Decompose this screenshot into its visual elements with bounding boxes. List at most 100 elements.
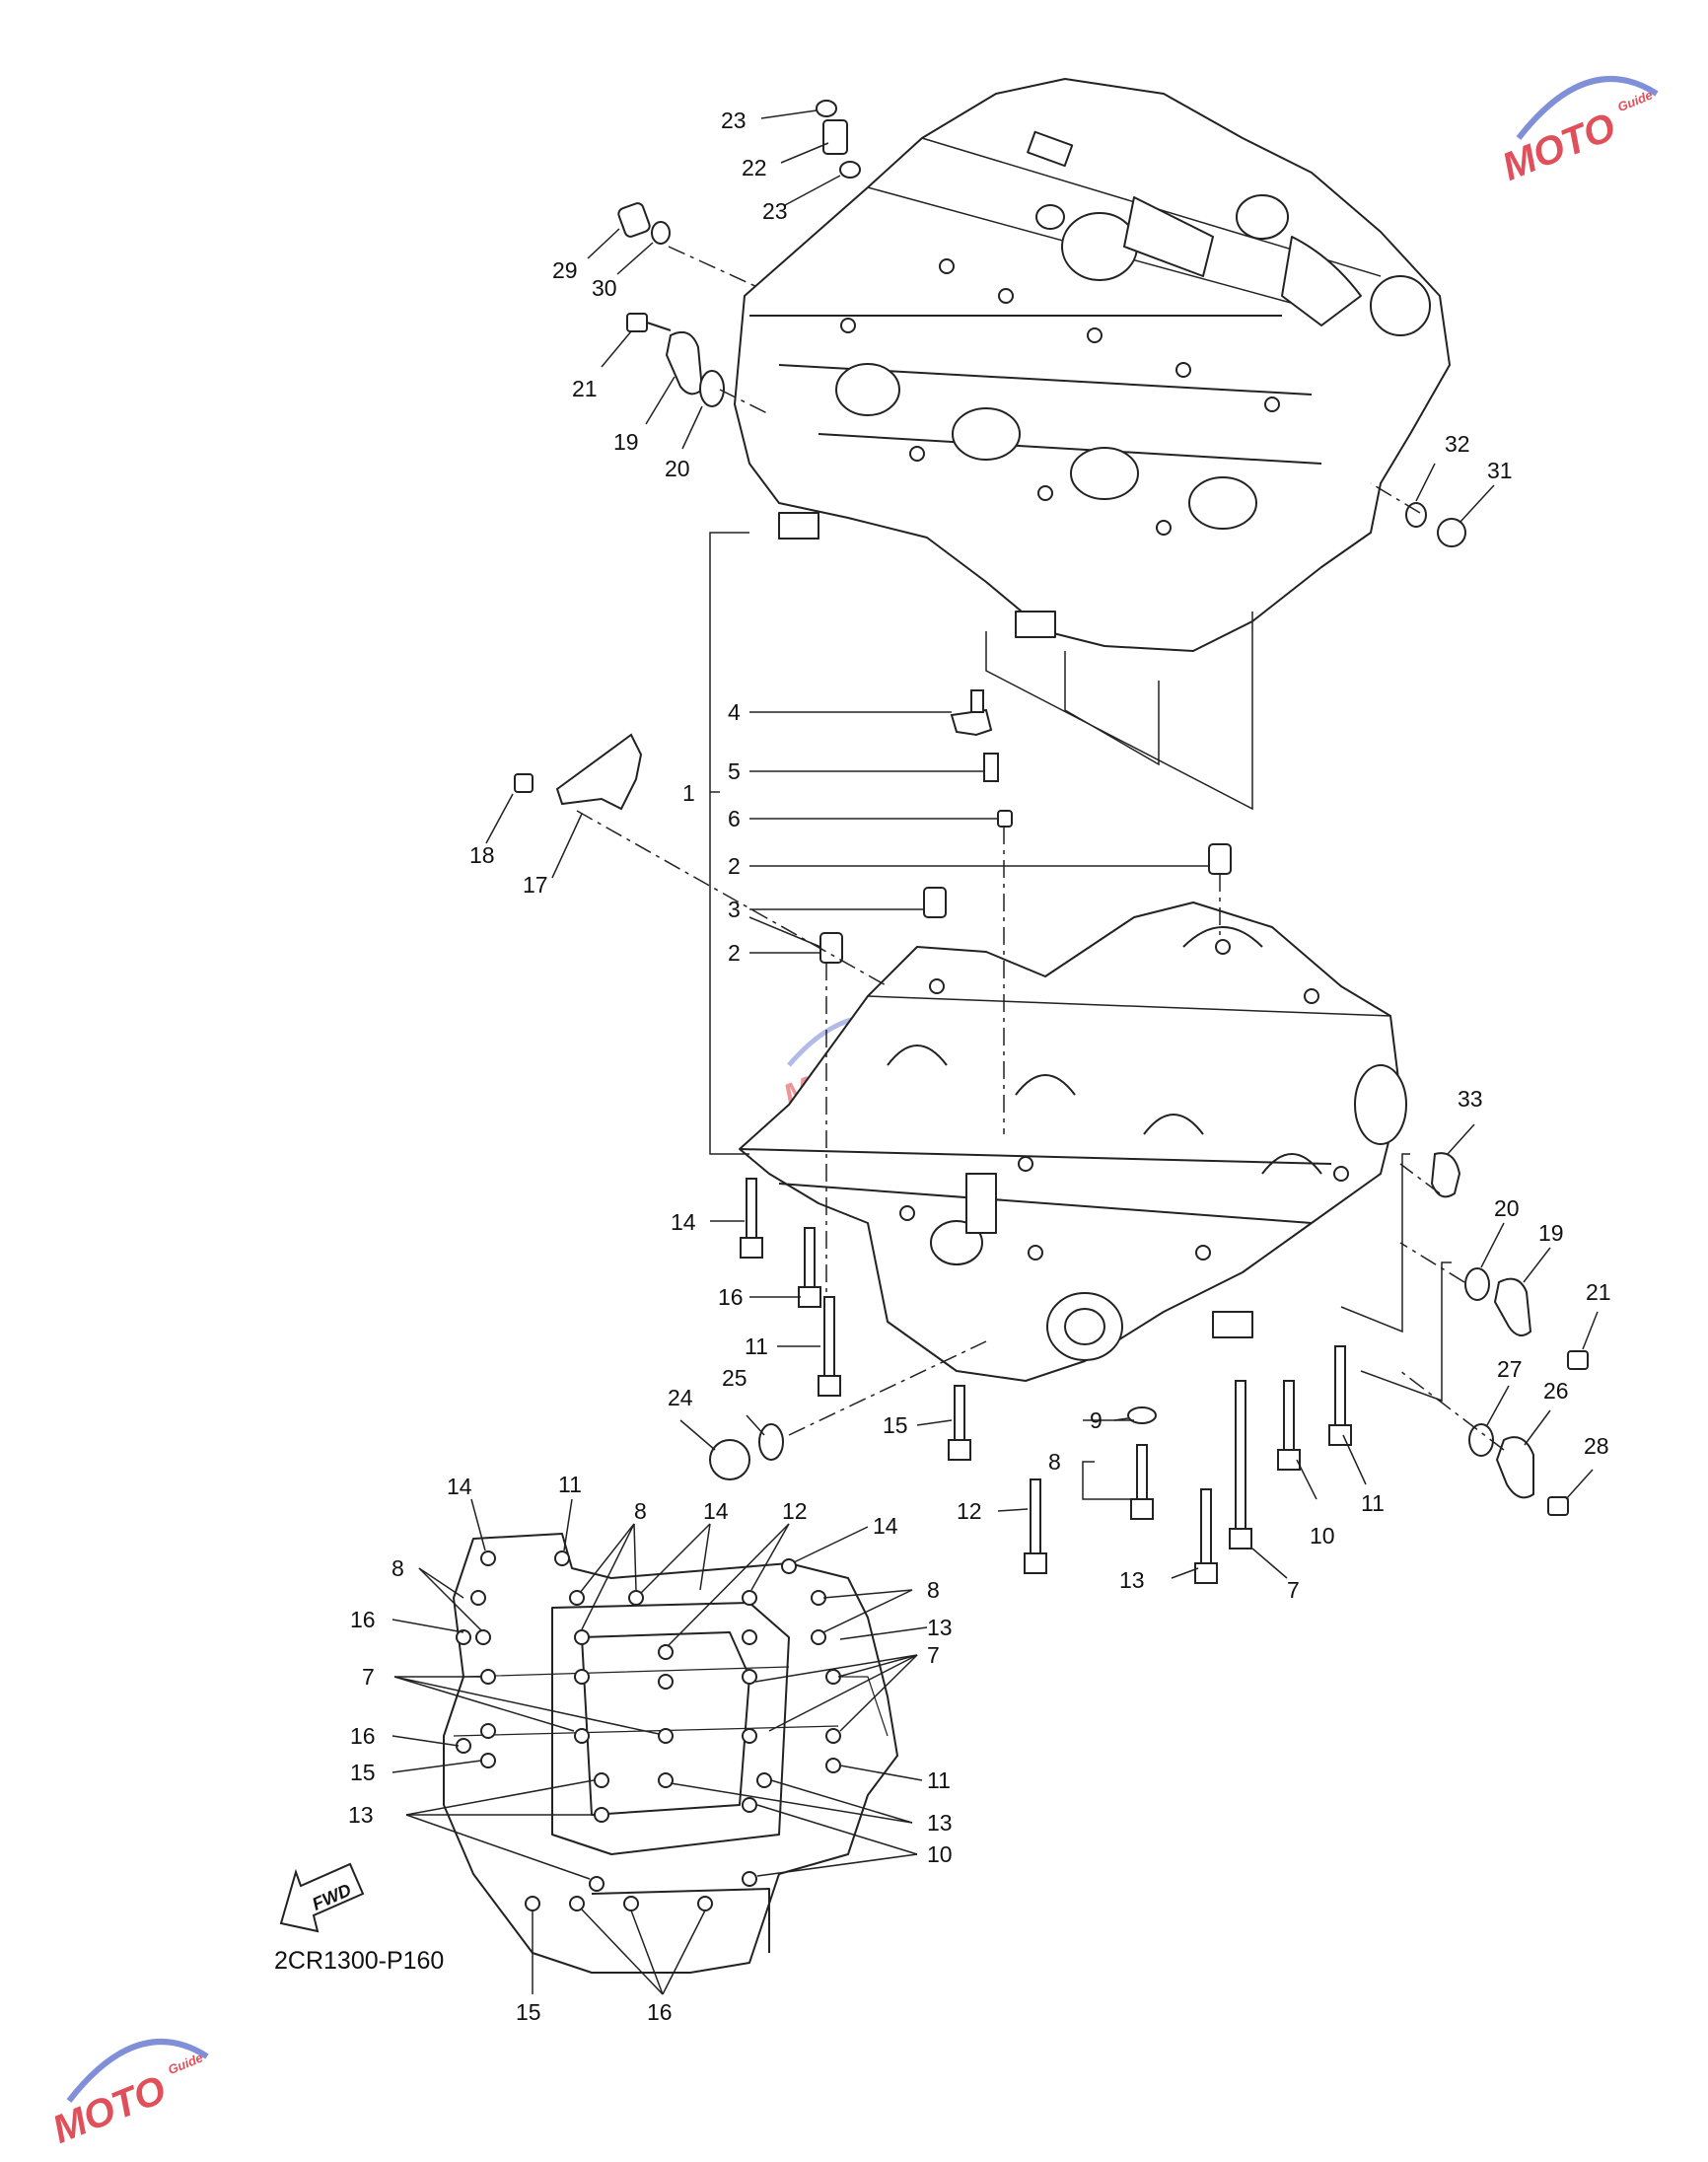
callout-28: 28: [1584, 1433, 1609, 1459]
fwd-arrow: FWD: [279, 1862, 365, 1933]
o-ring-25: [758, 1423, 784, 1461]
o-ring-23-upper: [816, 100, 837, 117]
callout-4: 4: [728, 699, 741, 725]
callout-16: 16: [718, 1284, 744, 1310]
callout-33: 33: [1458, 1086, 1483, 1112]
dowel-3: [923, 887, 947, 918]
callout-30: 30: [592, 275, 617, 301]
callout-14: 14: [873, 1513, 898, 1539]
callout-14: 14: [447, 1474, 472, 1499]
small-parts: [514, 100, 1589, 1516]
callout-9: 9: [1090, 1407, 1103, 1433]
dowel-2-right: [1208, 843, 1232, 875]
dowel-6: [997, 810, 1013, 828]
watermark-top-right: MOTO Guide: [1496, 76, 1659, 189]
callout-16: 16: [350, 1723, 376, 1749]
callout-15: 15: [883, 1412, 908, 1438]
bolt-5: [983, 753, 999, 782]
callout-11: 11: [927, 1767, 951, 1793]
crankcase-bottom-view: [443, 1533, 898, 1974]
callout-8: 8: [634, 1498, 647, 1524]
callout-18: 18: [469, 842, 495, 868]
callout-8: 8: [927, 1577, 940, 1603]
callout-15: 15: [350, 1760, 376, 1785]
callout-10: 10: [927, 1841, 953, 1867]
callout-19: 19: [1538, 1220, 1564, 1246]
plug-31: [1437, 518, 1466, 547]
o-ring-20-lower: [1464, 1267, 1490, 1301]
o-ring-30: [651, 221, 671, 245]
svg-text:MOTO: MOTO: [46, 2067, 172, 2151]
callout-13: 13: [927, 1615, 953, 1640]
callout-7: 7: [927, 1642, 940, 1668]
cover-19-upper: [665, 331, 704, 396]
svg-text:Guide: Guide: [1615, 87, 1655, 114]
bottom-view-bolt-holes: [456, 1550, 841, 1911]
callout-23: 23: [762, 198, 788, 224]
plate-17: [555, 733, 643, 811]
callout-13: 13: [1119, 1567, 1145, 1593]
cover-26: [1495, 1436, 1534, 1499]
bolt-21-upper: [626, 313, 648, 332]
lower-crankcase: [739, 901, 1407, 1382]
callout-6: 6: [728, 806, 741, 831]
callout-11: 11: [745, 1333, 768, 1359]
callout-7: 7: [362, 1664, 375, 1690]
svg-text:Guide: Guide: [166, 2050, 205, 2077]
callout-2: 2: [728, 853, 741, 879]
upper-crankcase: [734, 78, 1451, 652]
callout-16: 16: [350, 1607, 376, 1632]
callout-12: 12: [957, 1498, 982, 1524]
plug-29: [617, 202, 651, 238]
callout-12: 12: [782, 1498, 808, 1524]
callout-13: 13: [927, 1810, 953, 1836]
leader-lines: [391, 109, 1599, 1995]
callout-11: 11: [1361, 1490, 1385, 1516]
cover-19-lower: [1493, 1277, 1532, 1336]
o-ring-32: [1405, 502, 1427, 528]
callout-14: 14: [703, 1498, 729, 1524]
plug-24: [709, 1439, 750, 1480]
callout-26: 26: [1543, 1378, 1569, 1404]
o-ring-9: [1127, 1406, 1157, 1424]
o-ring-23-lower: [839, 161, 861, 179]
callout-14: 14: [671, 1209, 696, 1235]
bolt-28: [1547, 1496, 1569, 1516]
bolt-18: [514, 773, 534, 793]
callout-27: 27: [1497, 1356, 1523, 1382]
callout-31: 31: [1487, 458, 1513, 483]
svg-text:MOTO: MOTO: [1496, 105, 1621, 188]
callout-22: 22: [742, 155, 767, 180]
watermark-bottom-left: MOTO Guide: [46, 2039, 209, 2152]
callout-15: 15: [516, 1999, 541, 2025]
callout-16: 16: [647, 1999, 673, 2025]
callout-19: 19: [613, 429, 639, 455]
callout-23: 23: [721, 108, 747, 133]
bolts: [740, 1178, 1352, 1584]
callout-29: 29: [552, 257, 578, 283]
callout-2: 2: [728, 940, 741, 966]
callout-7: 7: [1287, 1577, 1300, 1603]
callout-8: 8: [391, 1555, 404, 1581]
callout-20: 20: [665, 456, 690, 481]
bolt-21-lower: [1567, 1350, 1589, 1370]
callout-5: 5: [728, 758, 741, 784]
callout-3: 3: [728, 897, 741, 922]
callout-25: 25: [722, 1365, 747, 1391]
callout-21: 21: [572, 376, 598, 401]
plug-22: [822, 119, 848, 155]
callout-20: 20: [1494, 1195, 1520, 1221]
callout-labels: 23 22 23 29 30 21 19 20 32 31 4 5 1 6 2 …: [348, 108, 1611, 2025]
callout-13: 13: [348, 1802, 374, 1828]
callout-8: 8: [1048, 1449, 1061, 1475]
o-ring-20-upper: [699, 370, 725, 407]
callout-24: 24: [668, 1385, 693, 1410]
callout-11: 11: [558, 1472, 582, 1497]
jet-4: [950, 708, 993, 737]
o-ring-27: [1468, 1423, 1494, 1457]
callout-17: 17: [523, 872, 548, 898]
callout-10: 10: [1310, 1523, 1335, 1549]
callout-21: 21: [1586, 1279, 1611, 1305]
callout-32: 32: [1445, 431, 1470, 457]
